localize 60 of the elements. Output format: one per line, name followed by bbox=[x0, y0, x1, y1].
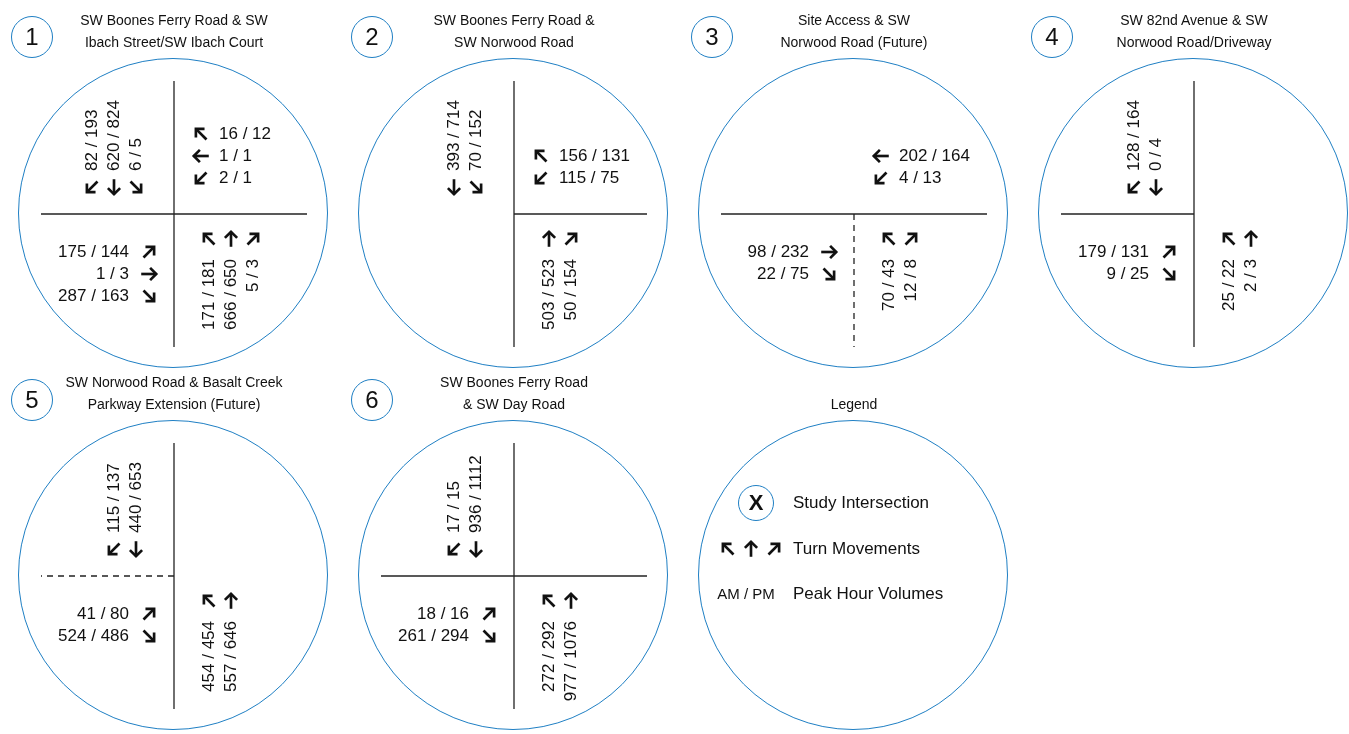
intersection-title: SW 82nd Avenue & SW Norwood Road/Driveway bbox=[1115, 11, 1273, 52]
volume-label: 115 / 75 bbox=[559, 168, 620, 188]
volume-label: 272 / 292 bbox=[539, 621, 559, 692]
number-badge: 1 bbox=[11, 16, 53, 58]
volume-label: 5 / 3 bbox=[243, 259, 263, 293]
volume-label: 503 / 523 bbox=[539, 259, 559, 330]
volume-label: 16 / 12 bbox=[219, 124, 271, 144]
number-badge: 6 bbox=[351, 379, 393, 421]
number-badge: 5 bbox=[11, 379, 53, 421]
volume-label: 557 / 646 bbox=[221, 621, 241, 692]
intersection-title: SW Boones Ferry Road & SW Norwood Road bbox=[432, 11, 596, 52]
intersection-title: SW Norwood Road & Basalt Creek Parkway Extension (Future) bbox=[64, 373, 284, 414]
volume-label: 2 / 3 bbox=[1241, 259, 1261, 293]
volume-label: 179 / 131 bbox=[1078, 242, 1149, 262]
intersection-title: SW Boones Ferry Road & SW Day Road bbox=[439, 373, 589, 414]
volume-format-text: AM / PM bbox=[717, 584, 775, 604]
volume-label: 82 / 193 bbox=[82, 109, 102, 171]
symbol-description: Study Intersection bbox=[793, 493, 930, 513]
volume-label: 25 / 22 bbox=[1219, 259, 1239, 311]
volume-label: 202 / 164 bbox=[899, 146, 970, 166]
volume-label: 287 / 163 bbox=[58, 286, 129, 306]
intersection-title: SW Boones Ferry Road & SW Ibach Street/SW Ibach Court bbox=[79, 11, 269, 52]
volume-label: 175 / 144 bbox=[58, 242, 129, 262]
volume-label: 454 / 454 bbox=[199, 621, 219, 692]
number-badge: 3 bbox=[691, 16, 733, 58]
symbol-description: Peak Hour Volumes bbox=[793, 584, 944, 604]
volume-label: 977 / 1076 bbox=[561, 621, 581, 702]
volume-label: 156 / 131 bbox=[559, 146, 630, 166]
volume-label: 70 / 43 bbox=[879, 259, 899, 311]
volume-label: 70 / 152 bbox=[466, 109, 486, 171]
number-badge: 2 bbox=[351, 16, 393, 58]
volume-label: 1 / 3 bbox=[95, 264, 129, 284]
volume-label: 393 / 714 bbox=[444, 100, 464, 171]
volume-label: 115 / 137 bbox=[104, 463, 124, 533]
volume-label: 12 / 8 bbox=[901, 259, 921, 302]
volume-label: 2 / 1 bbox=[219, 168, 253, 188]
volume-label: 0 / 4 bbox=[1146, 137, 1166, 171]
volume-label: 98 / 232 bbox=[747, 242, 809, 262]
number-badge: X bbox=[738, 485, 774, 521]
volume-label: 41 / 80 bbox=[77, 604, 129, 624]
volume-label: 17 / 15 bbox=[444, 481, 464, 533]
volume-label: 440 / 653 bbox=[126, 462, 146, 533]
symbol-description: Turn Movements bbox=[793, 539, 920, 559]
volume-label: 620 / 824 bbox=[104, 100, 124, 171]
volume-label: 261 / 294 bbox=[398, 626, 469, 646]
intersection-title: Site Access & SW Norwood Road (Future) bbox=[779, 11, 929, 52]
volume-label: 936 / 1112 bbox=[466, 455, 486, 533]
volume-label: 6 / 5 bbox=[126, 137, 146, 171]
volume-label: 9 / 25 bbox=[1106, 264, 1149, 284]
volume-label: 128 / 164 bbox=[1124, 100, 1144, 171]
volume-label: 50 / 154 bbox=[561, 259, 581, 321]
volume-label: 171 / 181 bbox=[199, 259, 219, 330]
legend-title: Legend bbox=[829, 395, 879, 414]
volume-label: 22 / 75 bbox=[757, 264, 809, 284]
volume-label: 18 / 16 bbox=[417, 604, 469, 624]
volume-label: 666 / 650 bbox=[221, 259, 241, 330]
volume-label: 1 / 1 bbox=[219, 146, 253, 166]
volume-label: 524 / 486 bbox=[58, 626, 129, 646]
number-badge: 4 bbox=[1031, 16, 1073, 58]
volume-label: 4 / 13 bbox=[899, 168, 942, 188]
